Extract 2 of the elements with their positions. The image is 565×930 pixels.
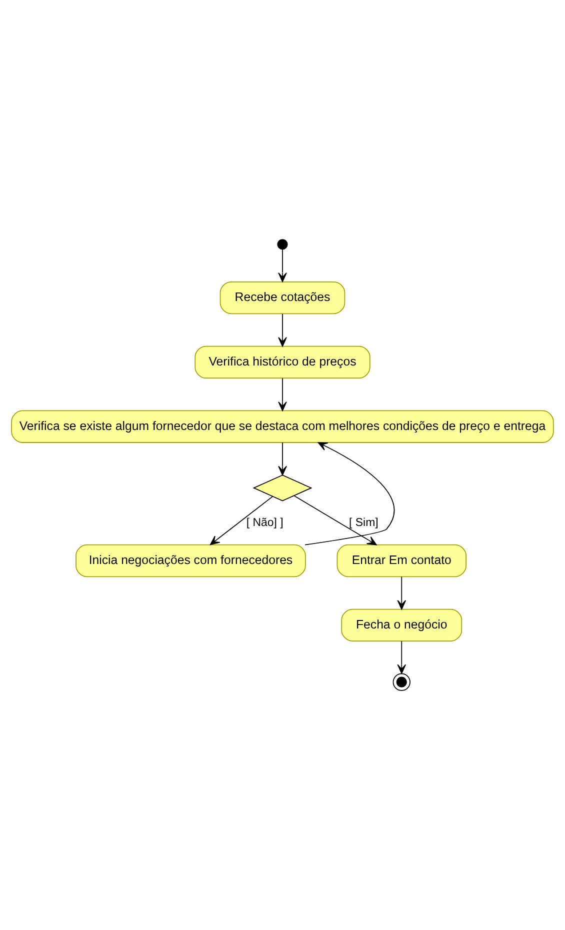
edge-label: [ Não] ] bbox=[246, 516, 284, 529]
edge-label: [ Sim] bbox=[349, 516, 378, 529]
